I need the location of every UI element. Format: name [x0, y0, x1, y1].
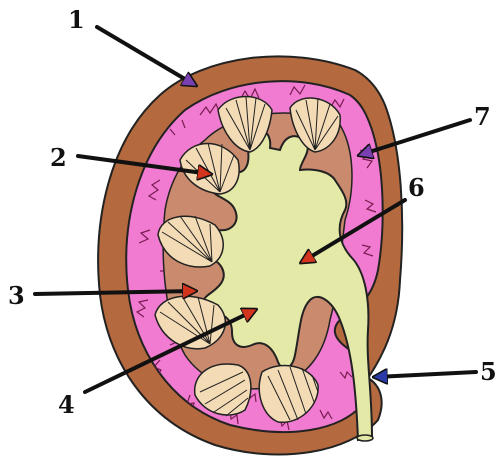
label-6: 6	[408, 173, 425, 202]
arrow-1	[97, 27, 195, 85]
label-3: 3	[8, 281, 25, 310]
ureter-end	[357, 435, 373, 441]
label-1: 1	[68, 5, 85, 34]
label-7: 7	[474, 102, 491, 131]
label-4: 4	[58, 390, 75, 419]
arrow-5	[375, 372, 476, 377]
label-2: 2	[50, 143, 67, 172]
label-5: 5	[480, 357, 497, 386]
